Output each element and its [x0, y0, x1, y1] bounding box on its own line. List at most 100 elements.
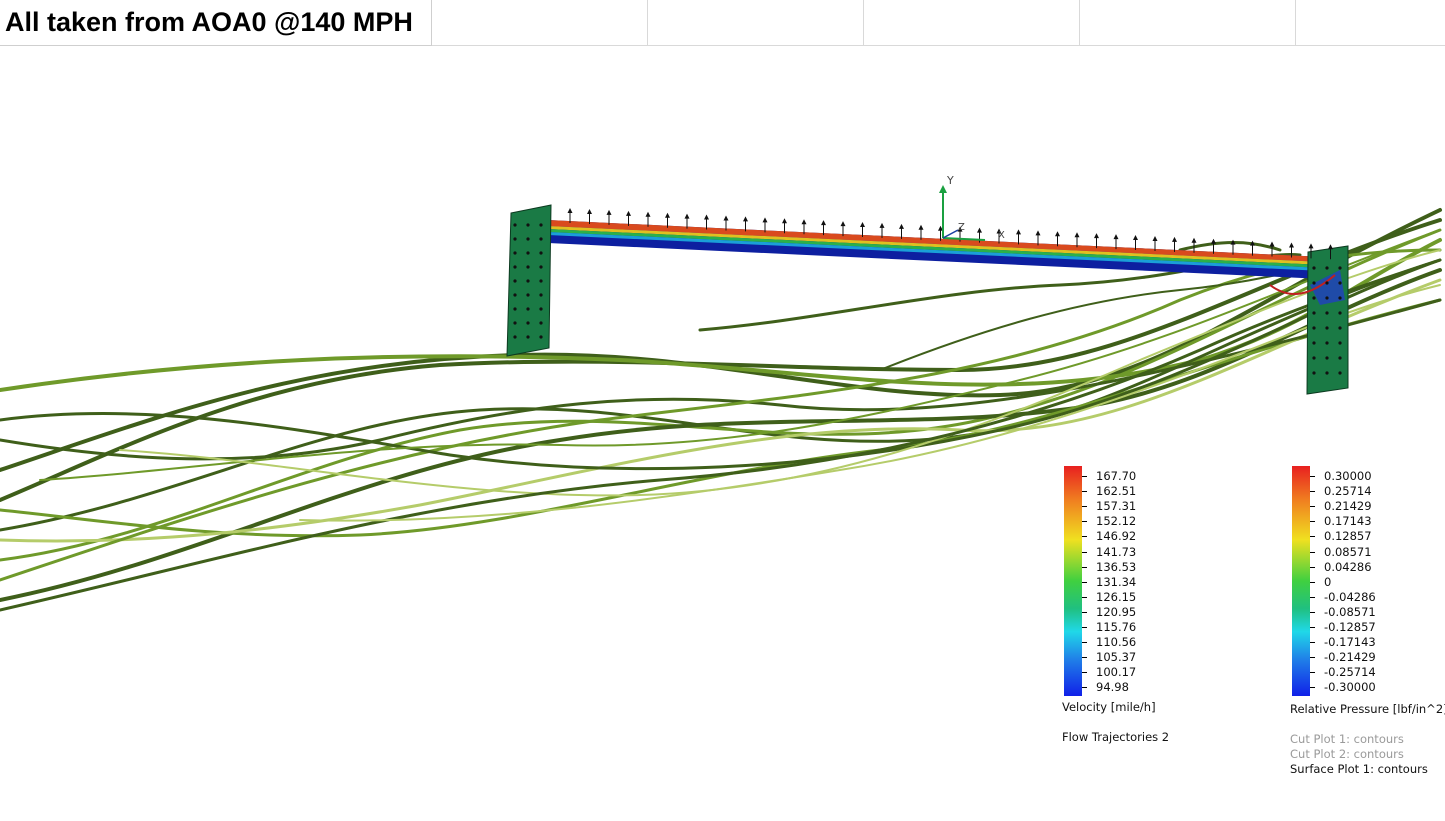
endplate-marker: [1338, 266, 1342, 270]
pressure-tick-label: 0.25714: [1324, 484, 1372, 499]
endplate-marker: [513, 293, 517, 297]
endplate-marker: [1325, 356, 1329, 360]
velocity-tickmark: [1082, 611, 1087, 613]
pressure-tick-label: -0.12857: [1324, 620, 1376, 634]
pressure-tickmark: [1310, 536, 1315, 538]
endplate-marker: [1325, 266, 1329, 270]
endplate-marker: [1325, 341, 1329, 345]
plot-list-item: Surface Plot 1: contours: [1290, 762, 1428, 776]
endplate-marker: [1325, 371, 1329, 375]
title-cell[interactable]: All taken from AOA0 @140 MPH: [0, 0, 432, 46]
force-arrow-head: [821, 220, 826, 226]
endplate-marker: [539, 321, 543, 325]
force-arrow-head: [860, 221, 865, 227]
velocity-tickmark: [1082, 596, 1087, 598]
endplate-marker: [526, 251, 530, 255]
endplate-marker: [526, 293, 530, 297]
flow-trajectory-line: [0, 278, 1442, 543]
endplate-marker: [539, 293, 543, 297]
flow-trajectories-caption: Flow Trajectories 2: [1062, 730, 1170, 744]
pressure-tick-label: -0.08571: [1324, 604, 1376, 619]
flow-trajectory-line: [299, 284, 1441, 522]
force-arrow-head: [1055, 231, 1060, 237]
cfd-flow-visualization: Y X Z: [0, 46, 1445, 821]
endplate-marker: [539, 223, 543, 227]
force-arrow-head: [879, 222, 885, 228]
force-arrow-head: [1172, 236, 1177, 242]
velocity-tick-label: 141.73: [1096, 544, 1137, 559]
velocity-color-bar: [1064, 466, 1082, 696]
force-arrow-head: [1269, 241, 1275, 247]
flow-trajectory-line: [0, 268, 1442, 602]
velocity-tick-label: 157.31: [1096, 499, 1137, 514]
endplate-marker: [1312, 296, 1316, 300]
pressure-color-bar: [1292, 466, 1310, 696]
endplate-marker: [539, 335, 543, 339]
flow-trajectory-line: [0, 208, 1442, 472]
endplate-marker: [526, 237, 530, 241]
axis-triad: Y X Z: [939, 174, 1005, 241]
velocity-tick-label: 94.98: [1096, 680, 1129, 695]
flow-trajectories: [0, 208, 1442, 612]
force-arrow-head: [723, 215, 729, 221]
pressure-tickmark: [1310, 506, 1315, 508]
force-arrow-head: [606, 209, 612, 215]
endplate-marker: [526, 279, 530, 283]
pressure-tick-label: 0.04286: [1324, 559, 1372, 574]
force-arrow-head: [665, 212, 670, 218]
endplate-marker: [539, 237, 543, 241]
velocity-legend-label: Velocity [mile/h]: [1062, 700, 1156, 714]
force-arrow-head: [743, 216, 748, 222]
wing-assembly: [506, 204, 1349, 395]
force-arrow-head: [1191, 237, 1197, 243]
force-arrow-head: [1133, 235, 1138, 241]
endplate-marker: [513, 307, 517, 311]
pressure-tickmark: [1310, 491, 1315, 493]
velocity-tickmark: [1082, 566, 1087, 568]
endplate-marker: [1312, 281, 1316, 285]
endplate-marker: [1312, 341, 1316, 345]
endplate-marker: [1338, 281, 1342, 285]
velocity-tickmark: [1082, 491, 1087, 493]
velocity-tickmark: [1082, 476, 1087, 477]
endplate-marker: [1312, 311, 1316, 315]
endplate-marker: [526, 321, 530, 325]
velocity-tickmark: [1082, 672, 1087, 674]
pressure-tick-label: -0.04286: [1324, 589, 1376, 604]
velocity-tickmark: [1082, 506, 1087, 508]
pressure-tickmark: [1310, 581, 1315, 583]
force-arrow-head: [704, 214, 709, 220]
pressure-tickmark: [1310, 687, 1315, 689]
flow-trajectory-line: [0, 258, 1442, 471]
endplate-marker: [526, 335, 530, 339]
surface-force-arrows: [567, 208, 1333, 260]
endplate-marker: [1338, 356, 1342, 360]
pressure-tickmark: [1310, 627, 1315, 628]
velocity-tick-label: 136.53: [1096, 559, 1137, 574]
pressure-tickmark: [1310, 672, 1315, 674]
force-arrow-head: [957, 226, 963, 232]
endplate-marker: [1312, 371, 1316, 375]
velocity-tickmark: [1082, 657, 1087, 659]
force-arrow-head: [1016, 229, 1021, 235]
endplate-marker: [539, 307, 543, 311]
endplate-marker: [513, 237, 517, 241]
axis-z-label: Z: [958, 222, 965, 233]
endplate-marker: [513, 251, 517, 255]
force-arrow-head: [899, 223, 904, 229]
endplate-marker: [1325, 326, 1329, 330]
endplate-marker: [1325, 281, 1329, 285]
force-arrow-head: [684, 213, 690, 219]
pressure-tickmark: [1310, 521, 1315, 523]
endplate-marker: [526, 307, 530, 311]
velocity-tick-label: 152.12: [1096, 514, 1137, 529]
force-arrow-head: [1250, 240, 1255, 246]
force-arrow-head: [1094, 233, 1099, 239]
flow-trajectory-line: [119, 249, 1441, 497]
pressure-tick-label: 0.08571: [1324, 544, 1372, 559]
flow-trajectory-line: [39, 229, 1441, 481]
pressure-tickmark: [1310, 551, 1315, 553]
pressure-tick-label: 0.17143: [1324, 514, 1372, 529]
pressure-tick-label: 0: [1324, 574, 1332, 589]
velocity-tick-label: 131.34: [1096, 574, 1137, 589]
